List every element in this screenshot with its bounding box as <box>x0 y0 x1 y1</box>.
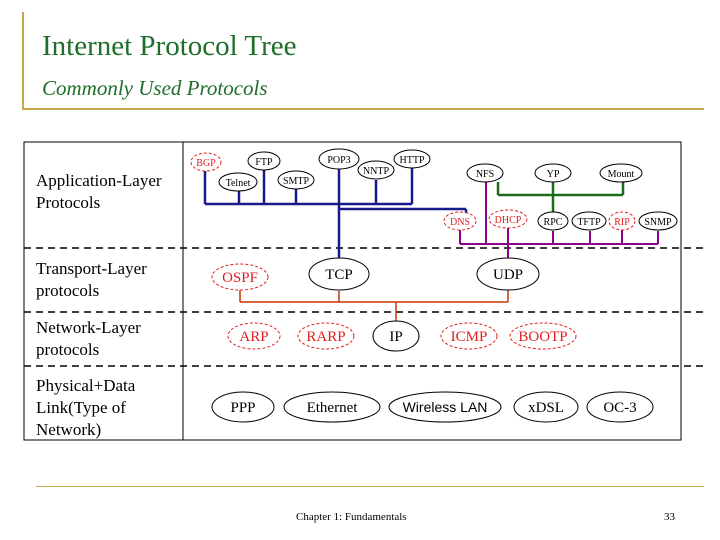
svg-text:OC-3: OC-3 <box>603 400 636 416</box>
svg-text:BGP: BGP <box>196 158 216 169</box>
svg-text:NNTP: NNTP <box>363 166 390 177</box>
node-xdsl: xDSL <box>513 391 579 423</box>
node-mount: Mount <box>599 163 643 183</box>
title-rule-horizontal <box>22 108 704 110</box>
nfs-tree-lines <box>496 182 625 212</box>
node-ethernet: Ethernet <box>283 391 381 423</box>
layer-label-transport: Transport-Layer protocols <box>36 259 147 300</box>
node-rpc: RPC <box>537 211 569 231</box>
node-ppp: PPP <box>211 391 275 423</box>
slide-title: Internet Protocol Tree <box>42 30 297 62</box>
svg-text:Mount: Mount <box>608 169 635 180</box>
svg-text:UDP: UDP <box>493 267 523 283</box>
svg-text:TFTP: TFTP <box>577 217 601 228</box>
svg-text:YP: YP <box>547 169 560 180</box>
node-yp: YP <box>534 163 572 183</box>
node-tcp: TCP <box>308 257 370 291</box>
svg-text:RARP: RARP <box>306 329 345 345</box>
layer-label-application: Application-Layer Protocols <box>36 171 162 212</box>
tcp-tree-lines <box>203 168 468 259</box>
svg-text:Telnet: Telnet <box>226 178 251 189</box>
footer-chapter: Chapter 1: Fundamentals <box>296 511 407 523</box>
node-tftp: TFTP <box>571 211 607 231</box>
table-frame <box>23 141 682 441</box>
layer-label-network: Network-Layer protocols <box>36 318 141 359</box>
node-ftp: FTP <box>247 151 281 171</box>
svg-text:HTTP: HTTP <box>400 155 425 166</box>
node-rip: RIP <box>608 211 636 231</box>
svg-text:NFS: NFS <box>476 169 494 180</box>
svg-text:IP: IP <box>389 329 402 345</box>
node-udp: UDP <box>476 257 540 291</box>
svg-text:Ethernet: Ethernet <box>307 400 359 416</box>
svg-text:PPP: PPP <box>230 400 255 416</box>
svg-text:ICMP: ICMP <box>451 329 488 345</box>
svg-text:DNS: DNS <box>450 217 470 228</box>
svg-text:OSPF: OSPF <box>222 270 258 286</box>
svg-text:Wireless LAN: Wireless LAN <box>403 399 488 415</box>
svg-text:RPC: RPC <box>544 217 563 228</box>
node-smtp: SMTP <box>277 170 315 190</box>
node-bgp: BGP <box>190 152 222 172</box>
node-icmp: ICMP <box>440 322 498 350</box>
footer-rule <box>36 486 704 487</box>
node-nntp: NNTP <box>357 160 395 180</box>
node-bootp: BOOTP <box>509 322 577 350</box>
title-rule-vertical <box>22 12 24 108</box>
node-rarp: RARP <box>297 322 355 350</box>
node-nfs: NFS <box>466 163 504 183</box>
svg-text:DHCP: DHCP <box>495 215 522 226</box>
svg-text:SMTP: SMTP <box>283 176 310 187</box>
svg-text:RIP: RIP <box>614 217 630 228</box>
svg-text:ARP: ARP <box>239 329 268 345</box>
node-dns: DNS <box>443 211 477 231</box>
node-oc3: OC-3 <box>586 391 654 423</box>
svg-text:POP3: POP3 <box>327 155 350 166</box>
node-arp: ARP <box>227 322 281 350</box>
slide-subtitle: Commonly Used Protocols <box>42 76 268 100</box>
svg-text:TCP: TCP <box>325 267 353 283</box>
svg-text:xDSL: xDSL <box>528 400 564 416</box>
svg-text:FTP: FTP <box>255 157 273 168</box>
node-ip: IP <box>372 320 420 352</box>
node-telnet: Telnet <box>218 172 258 192</box>
svg-text:BOOTP: BOOTP <box>518 329 567 345</box>
layer-label-physical: Physical+Data Link(Type of Network) <box>36 376 136 439</box>
node-wireless-lan: Wireless LAN <box>388 391 502 423</box>
udp-tree-lines <box>459 182 659 261</box>
node-http: HTTP <box>393 149 431 169</box>
page-number: 33 <box>664 511 675 523</box>
node-dhcp: DHCP <box>488 209 528 229</box>
node-ospf: OSPF <box>211 263 269 291</box>
ip-tree-lines <box>239 290 509 321</box>
svg-text:SNMP: SNMP <box>644 217 672 228</box>
node-snmp: SNMP <box>638 211 678 231</box>
node-pop3: POP3 <box>318 148 360 170</box>
